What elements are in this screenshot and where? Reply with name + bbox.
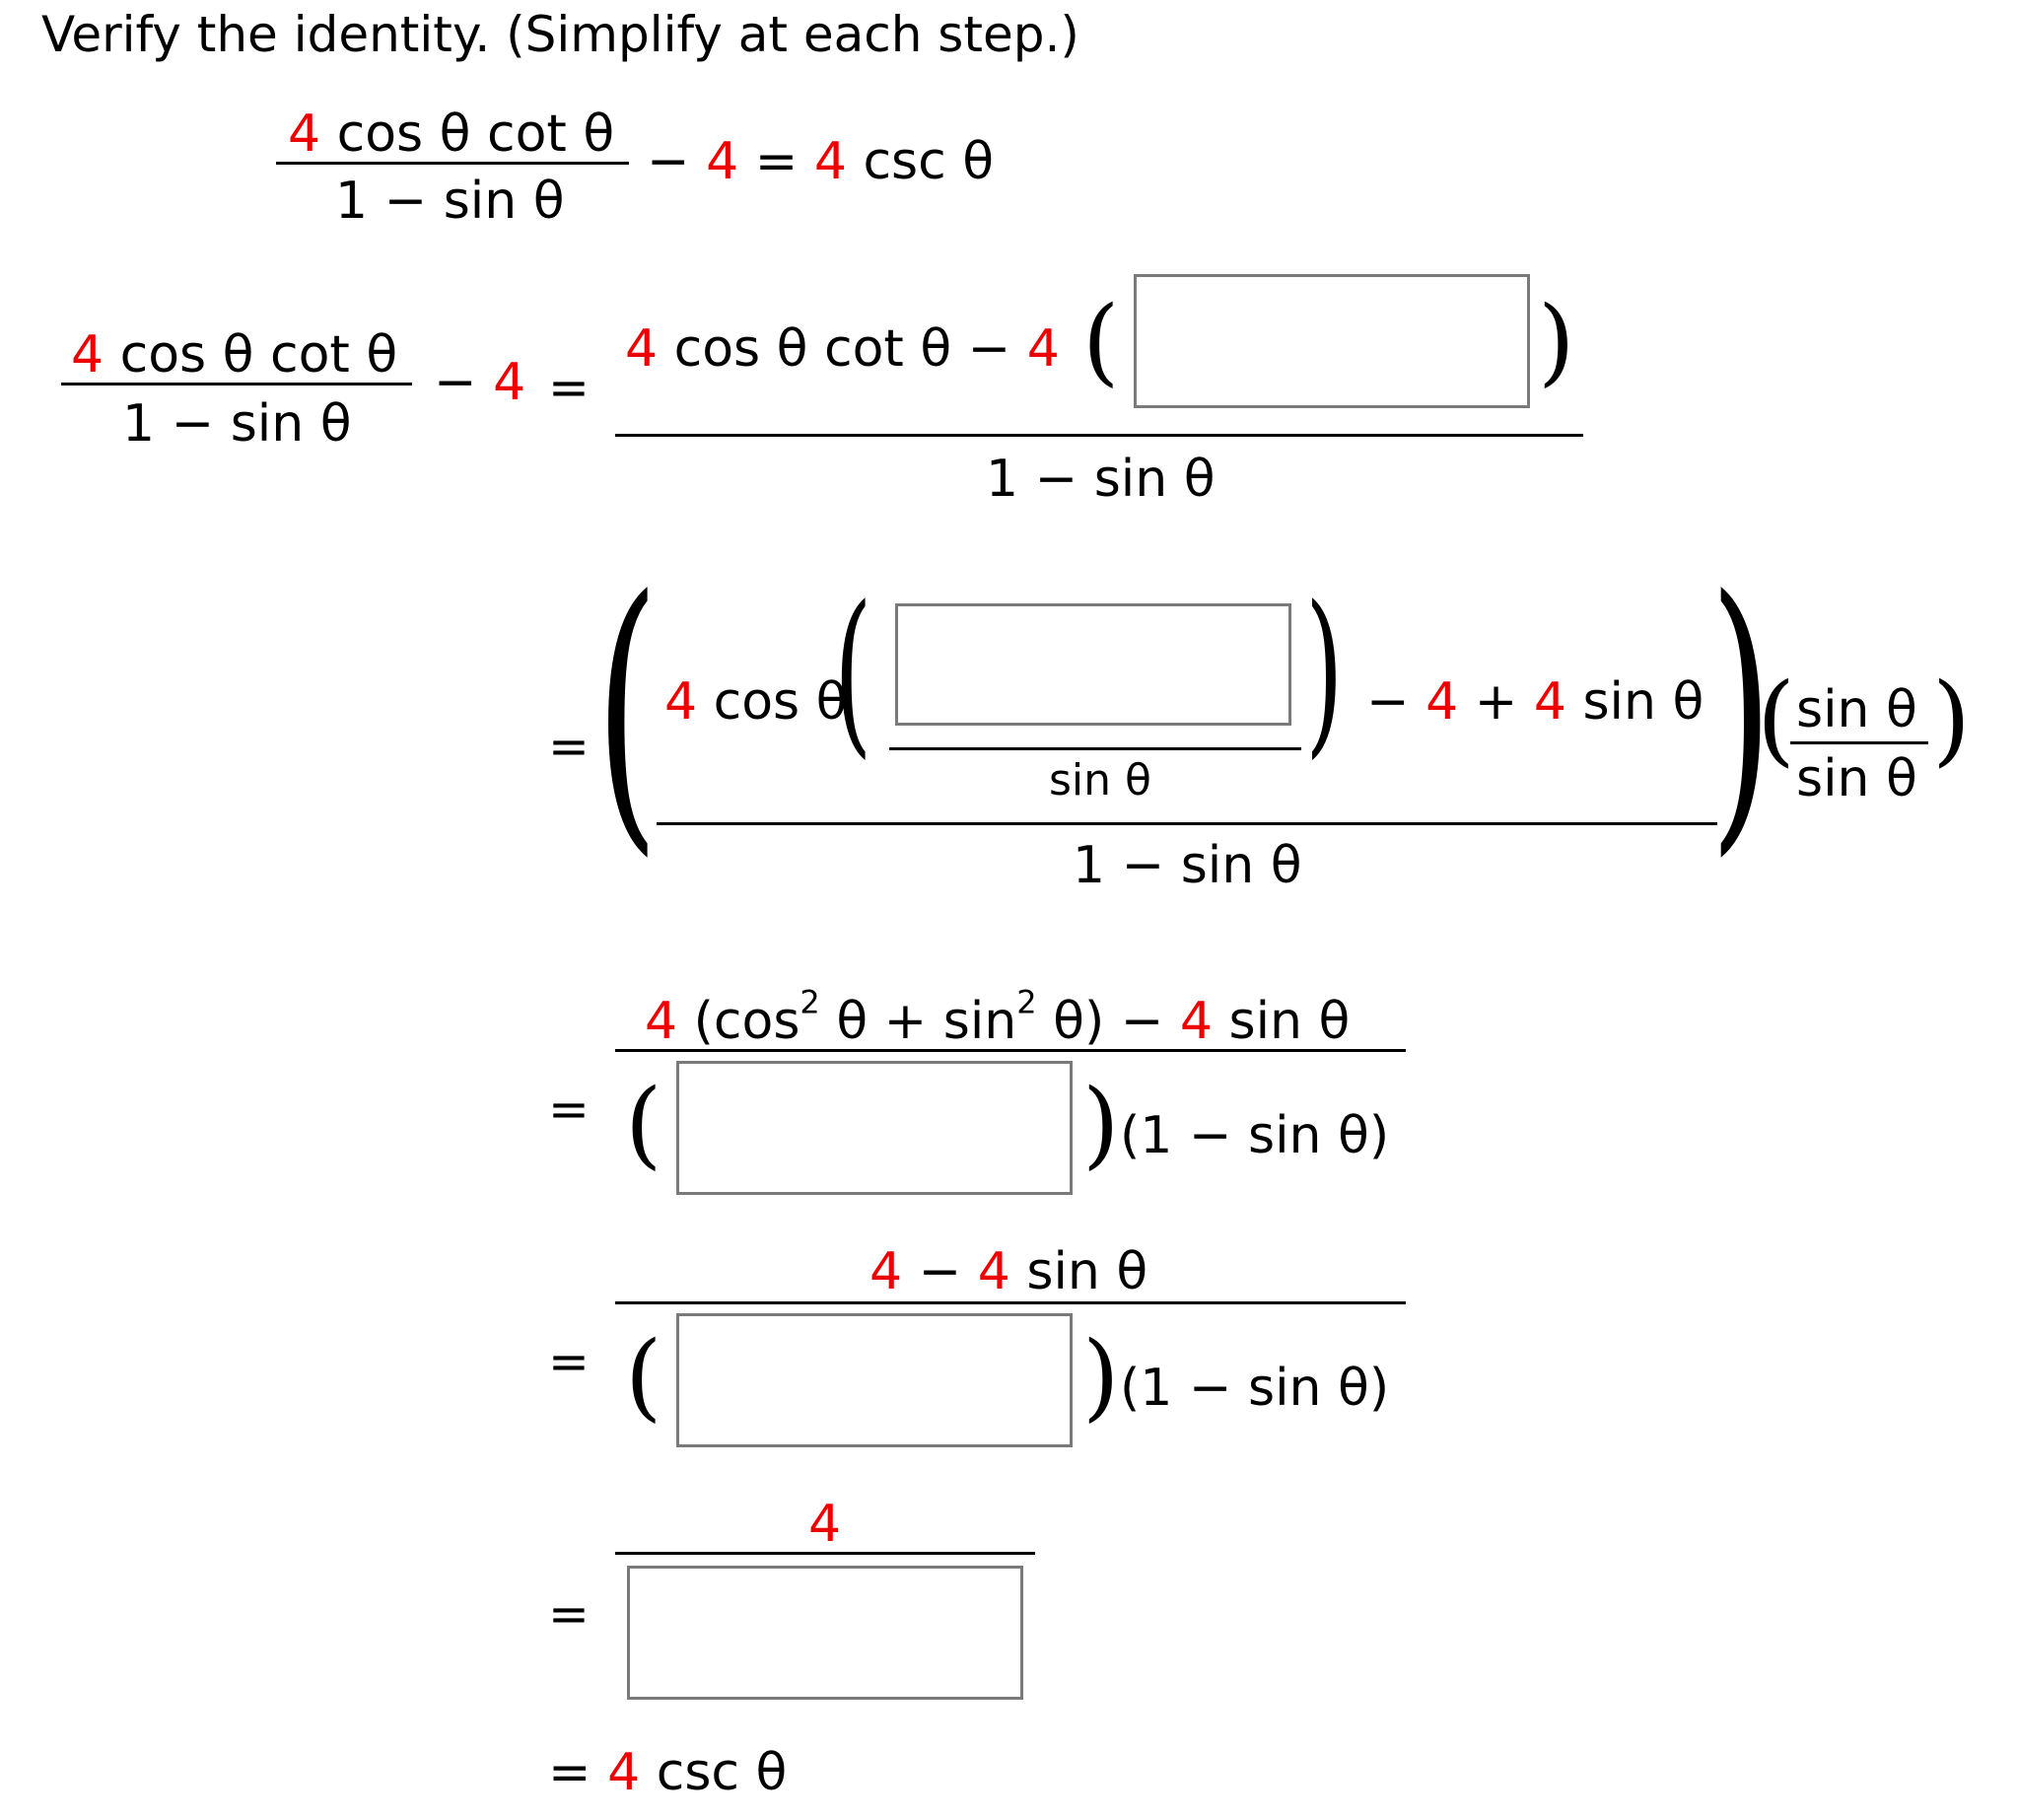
coefficient: 4 [625, 319, 659, 379]
right-paren: ) [1082, 1321, 1120, 1432]
constant: 4 [1533, 672, 1566, 732]
minus-sign: − [434, 353, 477, 412]
constant: 4 [706, 132, 739, 191]
instruction-text: Verify the identity. (Simplify at each s… [41, 6, 1079, 63]
step2-tail-term: − 4 + 4 sin θ [1366, 676, 1704, 728]
fraction-bar [61, 383, 412, 385]
mult-right-paren: ) [1932, 662, 1972, 777]
step3-answer-input[interactable] [676, 1061, 1073, 1195]
left-paren: ( [625, 1321, 662, 1432]
sin-text: sin θ [1228, 992, 1351, 1051]
equals-sign: = [754, 132, 799, 191]
left-paren: ( [1082, 286, 1120, 396]
exponent: 2 [1016, 983, 1037, 1021]
identity-lhs-denominator: 1 − sin θ [335, 172, 565, 231]
constant: 4 [1179, 992, 1213, 1051]
mult-numerator: sin θ [1796, 680, 1917, 739]
cos-text: cos θ [713, 672, 848, 732]
coefficient: 4 [664, 672, 698, 732]
big-left-paren: ( [595, 537, 660, 881]
sin-text: sin θ [1026, 1242, 1148, 1301]
fraction-bar [276, 162, 629, 165]
equals-sign: = [548, 1333, 590, 1390]
equals-sign: = [548, 718, 590, 775]
step1-left-numerator: 4 cos θ cot θ [71, 329, 397, 381]
equals-sign: = [548, 1743, 591, 1802]
inner-denominator: sin θ [1049, 755, 1151, 805]
step4-answer-input[interactable] [676, 1313, 1073, 1447]
step1-answer-input[interactable] [1134, 274, 1530, 408]
final-text: csc θ [656, 1743, 788, 1802]
constant: 4 [869, 1242, 903, 1301]
equals-sign: = [548, 359, 590, 416]
paren-expr: θ + sin [836, 992, 1017, 1051]
fraction-bar [657, 822, 1717, 825]
paren-expr: (cos [693, 992, 800, 1051]
step1-left-denominator: 1 − sin θ [122, 394, 352, 454]
constant: 4 [493, 353, 526, 412]
step4-numerator: 4 − 4 sin θ [869, 1246, 1148, 1297]
identity-minus-term: − 4 = 4 csc θ [647, 136, 994, 187]
coefficient: 4 [607, 1743, 641, 1802]
inner-fraction-bar [889, 747, 1301, 750]
inner-right-paren: ) [1305, 569, 1344, 775]
numerator-text: cos θ cot θ [336, 105, 615, 164]
big-right-paren: ) [1709, 537, 1774, 881]
final-line: = 4 csc θ [548, 1747, 787, 1798]
rhs-coefficient: 4 [813, 132, 847, 191]
minus-sign: − [918, 1242, 962, 1301]
plus-sign: + [1474, 672, 1518, 732]
rhs-text: csc θ [863, 132, 995, 191]
fraction-bar [615, 1049, 1406, 1052]
fraction-bar [615, 434, 1583, 437]
minus-sign: − [1366, 672, 1410, 732]
step1-minus-term: − 4 [434, 357, 525, 408]
step3-denominator-tail: (1 − sin θ) [1120, 1106, 1390, 1165]
constant: 4 [977, 1242, 1010, 1301]
step1-right-numerator: 4 cos θ cot θ − 4 [625, 323, 1060, 375]
inner-left-paren: ( [834, 569, 872, 775]
step2-cos-term: 4 cos θ [664, 676, 847, 728]
fraction-bar [615, 1301, 1406, 1304]
step2-denominator: 1 − sin θ [1073, 836, 1302, 895]
step2-answer-input[interactable] [895, 603, 1291, 726]
step1-right-denominator: 1 − sin θ [986, 450, 1216, 509]
mult-left-paren: ( [1757, 662, 1796, 777]
coefficient: 4 [71, 325, 104, 385]
coefficient: 4 [645, 992, 678, 1051]
minus-sign: − [647, 132, 690, 191]
equals-sign: = [548, 1585, 590, 1643]
identity-lhs-numerator: 4 cos θ cot θ [288, 108, 614, 160]
equals-sign: = [548, 1081, 590, 1138]
coefficient: 4 [288, 105, 321, 164]
constant: 4 [1026, 319, 1060, 379]
mult-fraction-bar [1790, 741, 1928, 744]
step4-denominator-tail: (1 − sin θ) [1120, 1359, 1390, 1418]
step5-numerator: 4 [808, 1495, 842, 1554]
fraction-bar [615, 1552, 1035, 1555]
paren-expr: θ) − [1053, 992, 1164, 1051]
numerator-text: cos θ cot θ − [673, 319, 1011, 379]
exponent: 2 [800, 983, 820, 1021]
constant: 4 [1426, 672, 1459, 732]
right-paren: ) [1538, 286, 1575, 396]
right-paren: ) [1082, 1069, 1120, 1179]
left-paren: ( [625, 1069, 662, 1179]
step5-answer-input[interactable] [627, 1566, 1023, 1700]
mult-denominator: sin θ [1796, 749, 1917, 808]
sin-text: sin θ [1582, 672, 1704, 732]
numerator-text: cos θ cot θ [119, 325, 398, 385]
step3-numerator: 4 (cos2 θ + sin2 θ) − 4 sin θ [645, 986, 1350, 1047]
